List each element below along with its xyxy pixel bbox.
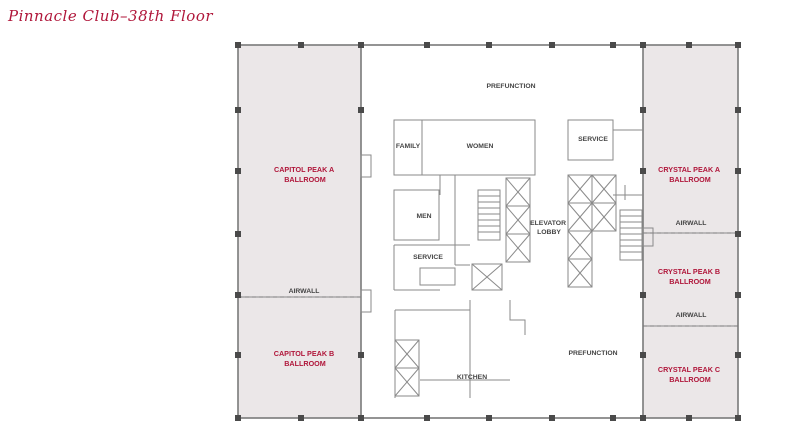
label-capitol-peak-a: CAPITOL PEAK A BALLROOM [274, 165, 336, 184]
label-airwall-right-2: AIRWALL [676, 312, 707, 319]
page-title: Pinnacle Club–38th Floor [8, 7, 214, 25]
label-crystal-peak-a: CRYSTAL PEAK A BALLROOM [658, 165, 722, 184]
door-capitol-a [360, 154, 372, 178]
label-prefunction-top: PREFUNCTION [486, 83, 535, 90]
elevator-shafts [394, 174, 617, 397]
label-service-right: SERVICE [578, 136, 608, 143]
structural-columns [235, 42, 741, 421]
label-crystal-peak-b: CRYSTAL PEAK B BALLROOM [658, 267, 722, 286]
label-airwall-right-1: AIRWALL [676, 220, 707, 227]
label-prefunction-bottom: PREFUNCTION [568, 350, 617, 357]
label-women: WOMEN [467, 143, 494, 150]
label-elevator-lobby: ELEVATOR LOBBY [530, 220, 568, 236]
label-service-left: SERVICE [413, 254, 443, 261]
door-crystal-b [642, 227, 654, 247]
label-family: FAMILY [396, 143, 421, 150]
label-capitol-peak-b: CAPITOL PEAK B BALLROOM [274, 349, 336, 368]
door-capitol-b [360, 289, 372, 313]
label-crystal-peak-c: CRYSTAL PEAK C BALLROOM [658, 365, 722, 384]
label-kitchen: KITCHEN [457, 374, 487, 381]
label-airwall-left: AIRWALL [289, 288, 320, 295]
stairs-left [477, 189, 501, 241]
core-walls [393, 119, 643, 398]
label-men: MEN [416, 213, 431, 220]
crystal-peak-a-area[interactable] [642, 44, 739, 234]
stairs-right [619, 209, 643, 261]
